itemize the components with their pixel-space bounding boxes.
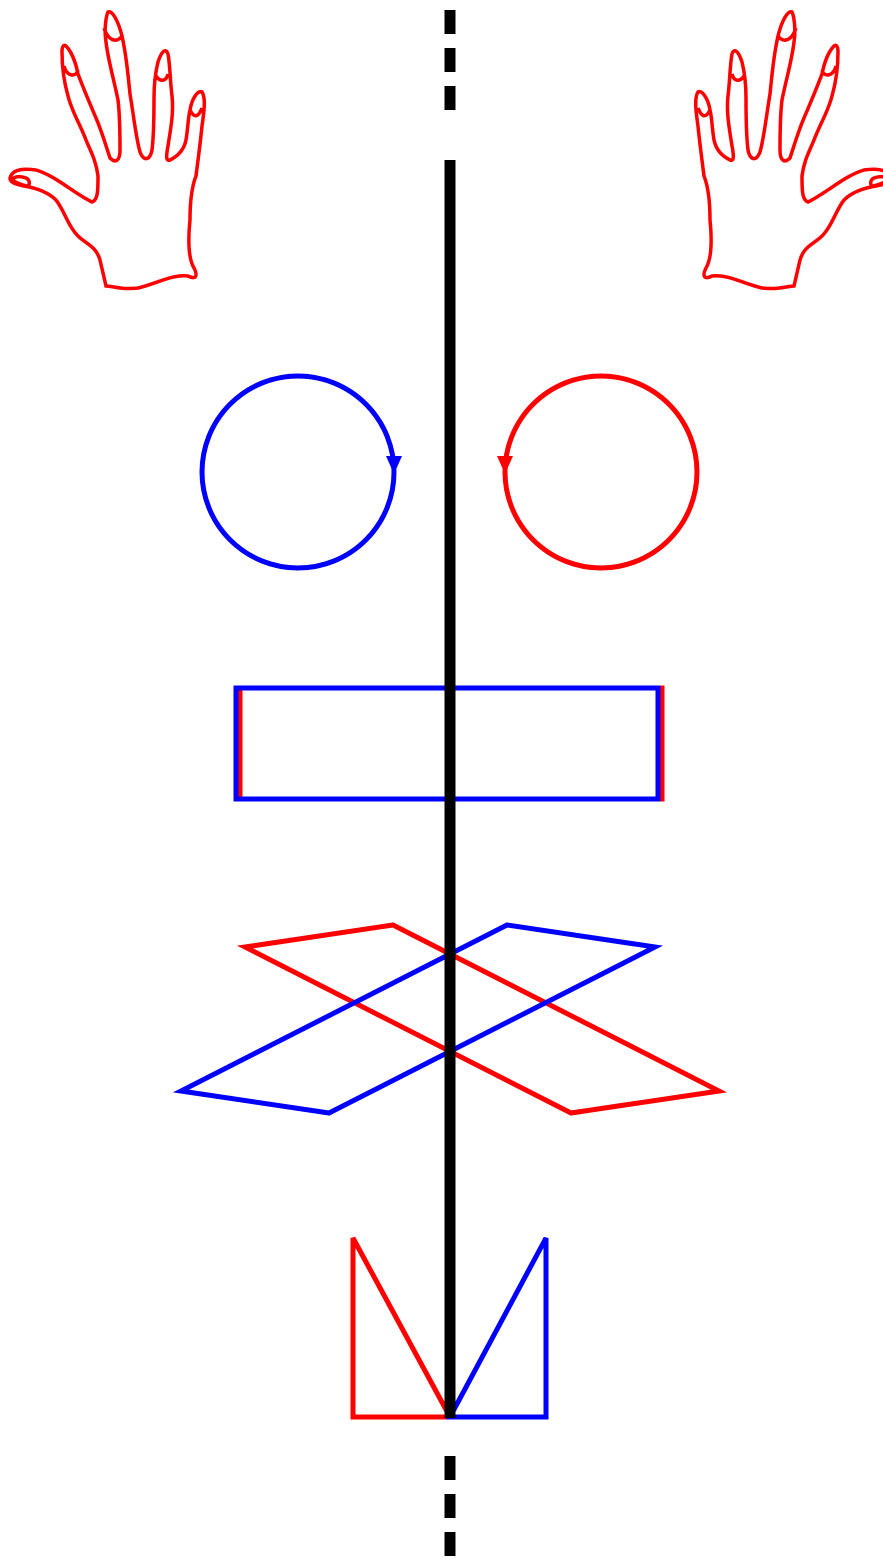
- left-hand-icon: [10, 12, 204, 289]
- blue-arrowhead-icon: [386, 456, 402, 474]
- blue-triangle: [450, 1238, 546, 1417]
- blue-circle: [202, 376, 394, 568]
- red-circle: [505, 376, 697, 568]
- red-arrowhead-icon: [497, 456, 513, 474]
- right-hand-icon: [696, 12, 883, 289]
- red-triangle: [353, 1238, 450, 1417]
